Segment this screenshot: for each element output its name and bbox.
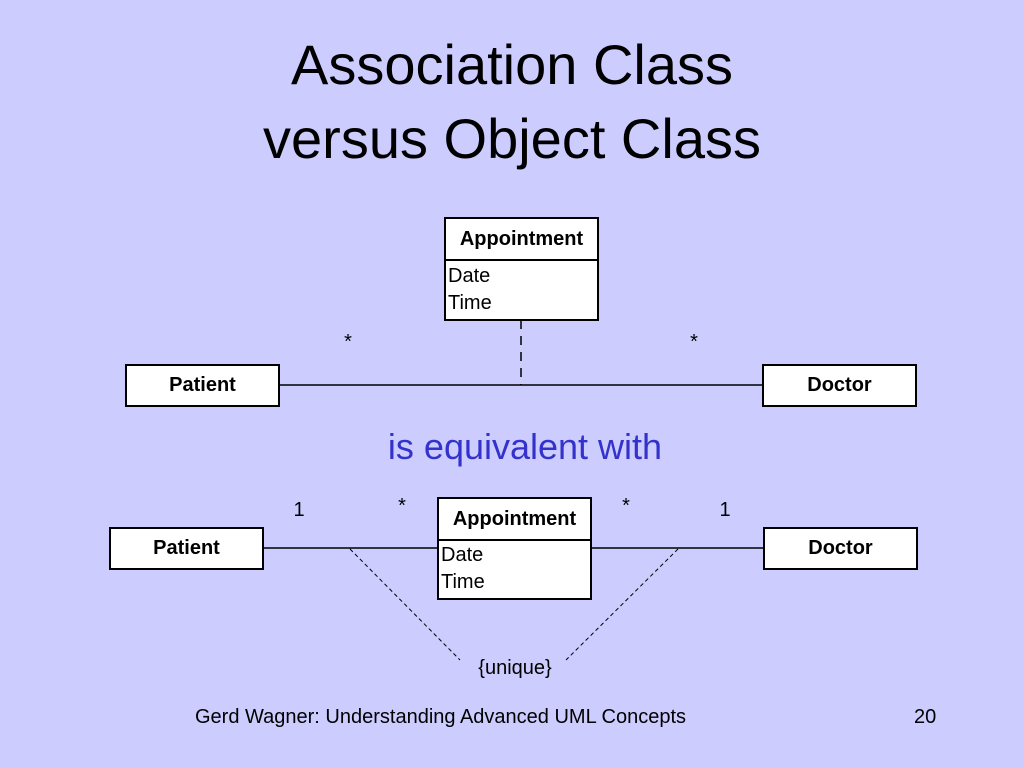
bottom-appointment-object-class: Appointment Date Time [437, 497, 592, 600]
footer-text: Gerd Wagner: Understanding Advanced UML … [195, 706, 687, 728]
slide-title-line-1: Association Class [291, 33, 733, 96]
top-appointment-attributes: Date Time [446, 261, 597, 317]
equivalence-text: is equivalent with [387, 426, 663, 467]
bottom-left-outer-multiplicity: 1 [293, 499, 305, 521]
page-number: 20 [914, 706, 937, 728]
bottom-patient-class-name: Patient [153, 537, 220, 559]
top-patient-class-name: Patient [169, 374, 236, 396]
top-appointment-class-name: Appointment [446, 219, 597, 261]
bottom-appointment-class-name: Appointment [439, 499, 590, 541]
top-appointment-attr-time: Time [448, 292, 492, 314]
top-appointment-association-class: Appointment Date Time [444, 217, 599, 321]
bottom-patient-class: Patient [109, 527, 264, 570]
bottom-doctor-class: Doctor [763, 527, 918, 570]
bottom-appointment-attributes: Date Time [439, 541, 590, 596]
bottom-appointment-attr-date: Date [441, 544, 484, 566]
top-doctor-class-name: Doctor [807, 374, 872, 396]
unique-constraint-right-line [565, 548, 679, 661]
bottom-doctor-class-name: Doctor [808, 537, 873, 559]
top-right-multiplicity: * [690, 331, 698, 353]
top-appointment-attr-date: Date [448, 265, 491, 287]
top-doctor-class: Doctor [762, 364, 917, 407]
top-patient-class: Patient [125, 364, 280, 407]
unique-constraint-label: {unique} [478, 657, 552, 679]
slide-title-line-2: versus Object Class [263, 107, 761, 170]
bottom-right-outer-multiplicity: 1 [719, 499, 731, 521]
unique-constraint-left-line [349, 548, 461, 661]
bottom-left-inner-multiplicity: * [398, 495, 406, 517]
bottom-right-inner-multiplicity: * [622, 495, 630, 517]
top-left-multiplicity: * [344, 331, 352, 353]
bottom-appointment-attr-time: Time [441, 571, 485, 593]
